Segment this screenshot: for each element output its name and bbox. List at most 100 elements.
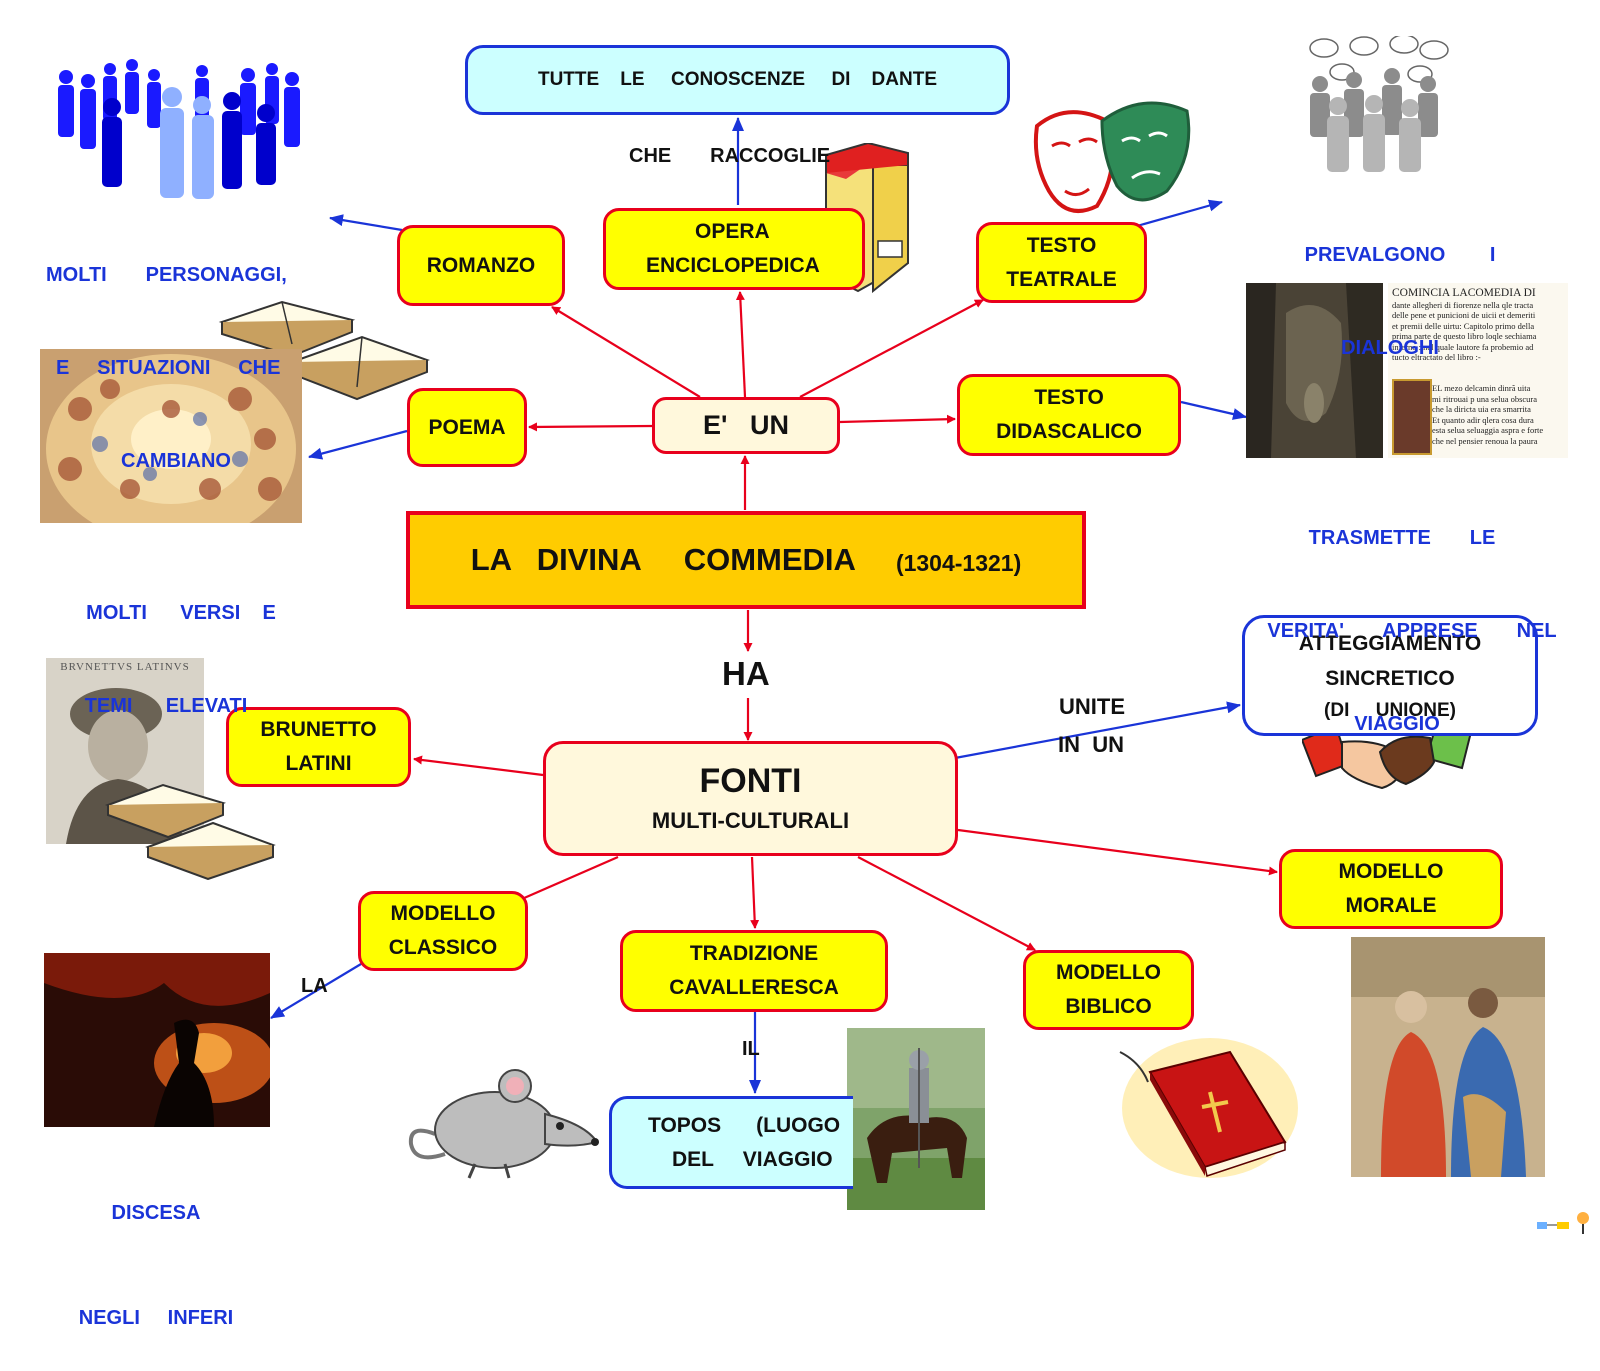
manuscript-line: delle pene et punicioni de uicii et deme…	[1392, 310, 1536, 321]
node-conoscenze[interactable]: TUTTE LE CONOSCENZE DI DANTE	[465, 45, 1010, 115]
manuscript-line: dante allegheri di fiorenze nella qle tr…	[1392, 300, 1534, 310]
manuscript-line: tucto eltractato del libro :-	[1392, 352, 1481, 363]
node-brunetto-line1: BRUNETTO	[260, 718, 377, 741]
text-verita-line1: TRASMETTE LE	[1308, 527, 1496, 549]
node-topos-line2: DEL VIAGGIO	[672, 1147, 833, 1171]
text-versi-line1: MOLTI VERSI E	[86, 602, 276, 624]
text-verita-line3: VIAGGIO	[1354, 713, 1440, 735]
manuscript-line: inferno : nel quale lautore fa probemio …	[1392, 341, 1534, 352]
link-eun-opera	[735, 291, 747, 398]
node-testo-teatrale[interactable]: TESTO TEATRALE	[976, 222, 1147, 303]
bible-icon	[1119, 1038, 1298, 1178]
node-romanzo[interactable]: ROMANZO	[397, 225, 565, 306]
node-modello-biblico[interactable]: MODELLO BIBLICO	[1023, 950, 1194, 1030]
node-tradizione-cavalleresca[interactable]: TRADIZIONE CAVALLERESCA	[620, 930, 888, 1012]
node-eun[interactable]: E' UN	[652, 397, 840, 454]
knight-painting	[847, 1028, 985, 1210]
fresco-painting	[40, 349, 302, 523]
manuscript-line: mi ritrouai p una selua obscura	[1432, 393, 1538, 404]
link-teatrale-dialoghi	[1136, 199, 1223, 228]
link-eun-didascalico	[839, 414, 956, 424]
text-discesa-line1: DISCESA	[111, 1202, 201, 1224]
node-fonti-subtitle: MULTI-CULTURALI	[651, 807, 850, 833]
illuminated-letter	[1392, 379, 1432, 455]
main-title-label: LA DIVINA COMMEDIA	[470, 542, 856, 577]
link-fonti-tradizione	[750, 856, 760, 929]
main-title-years: (1304-1321)	[895, 549, 1022, 576]
node-opera-line1: OPERA	[695, 220, 770, 243]
node-fonti[interactable]: FONTI MULTI-CULTURALI	[543, 741, 958, 856]
link-fonti-atteggiamento	[954, 701, 1241, 760]
text-discesa-line2: NEGLI INFERI	[78, 1307, 234, 1329]
manuscript-line: esta selua seluaggia aspra e forte	[1432, 425, 1544, 436]
node-modello-classico[interactable]: MODELLO CLASSICO	[358, 891, 528, 971]
node-main-title[interactable]: LA DIVINA COMMEDIA (1304-1321)	[406, 511, 1086, 609]
label-in-un: IN UN	[1058, 732, 1124, 757]
portrait-caption: BRVNETTVS LATINVS	[60, 661, 190, 673]
link-eun-poema	[528, 422, 653, 432]
node-morale-line2: MORALE	[1345, 894, 1437, 917]
node-topos[interactable]: TOPOS (LUOGO DEL VIAGGIO	[609, 1096, 853, 1189]
text-dialoghi: PREVALGONO I DIALOGHI	[1300, 178, 1500, 395]
mouse-icon	[408, 1069, 599, 1179]
node-tradizione-line1: TRADIZIONE	[689, 942, 819, 965]
node-topos-line1: TOPOS (LUOGO	[648, 1113, 841, 1137]
node-modello-morale[interactable]: MODELLO MORALE	[1279, 849, 1503, 929]
node-atteggiamento-line1: ATTEGGIAMENTO	[1298, 631, 1482, 655]
node-brunetto-latini[interactable]: BRUNETTO LATINI	[226, 707, 411, 787]
text-verita-line2: VERITA' APPRESE NEL	[1267, 620, 1557, 642]
manuscript-line: et premii delle uirtu: Capitolo primo de…	[1392, 320, 1535, 331]
node-teatrale-line1: TESTO	[1026, 233, 1097, 257]
manuscript-line: Et quanto adir qlera cosa dura	[1432, 414, 1534, 425]
manuscript-line: EL mezo delcamin dinrã uita	[1432, 383, 1531, 393]
people-crowd-icon	[58, 59, 300, 199]
node-biblico-line2: BIBLICO	[1065, 995, 1152, 1018]
link-fonti-morale	[957, 828, 1278, 876]
node-classico-line2: CLASSICO	[388, 936, 498, 959]
node-testo-didascalico[interactable]: TESTO DIDASCALICO	[957, 374, 1181, 456]
node-poema-label: POEMA	[428, 415, 506, 439]
node-poema[interactable]: POEMA	[407, 388, 527, 467]
node-conoscenze-label: TUTTE LE CONOSCENZE DI DANTE	[537, 69, 938, 90]
talking-people-icon	[1309, 36, 1449, 172]
manuscript-page: COMINCIA LACOMEDIA DI dante allegheri di…	[1388, 283, 1568, 458]
text-dialoghi-line1: PREVALGONO I	[1304, 244, 1496, 266]
text-personaggi-line3: CAMBIANO	[121, 450, 231, 472]
link-fonti-brunetto	[413, 755, 544, 777]
cave-painting	[44, 953, 270, 1127]
ha-label: HA	[722, 655, 770, 692]
text-dialoghi-line2: DIALOGHI	[1341, 337, 1439, 359]
text-verita: TRASMETTE LE VERITA' APPRESE NEL VIAGGIO	[1262, 461, 1562, 771]
theatre-masks-icon	[1033, 101, 1191, 213]
manuscript-title: COMINCIA LACOMEDIA DI	[1392, 287, 1536, 299]
text-personaggi-line1: MOLTI PERSONAGGI,	[46, 264, 287, 286]
link-eun-teatrale	[799, 299, 984, 398]
link-romanzo-personaggi	[329, 214, 403, 232]
manuscript-line: che nel pensier renoua la paura	[1432, 435, 1538, 446]
node-didascalico-line1: TESTO	[1034, 386, 1104, 409]
node-opera-line2: ENCICLOPEDICA	[646, 254, 820, 277]
node-morale-line1: MODELLO	[1338, 860, 1444, 883]
node-atteggiamento[interactable]: ATTEGGIAMENTO SINCRETICO (DI UNIONE)	[1242, 615, 1538, 736]
text-versi: MOLTI VERSI E TEMI ELEVATI	[76, 536, 286, 753]
cmap-logo-icon	[1537, 1212, 1589, 1234]
text-discesa: DISCESA NEGLI INFERI	[66, 1126, 246, 1371]
node-opera-enciclopedica[interactable]: OPERA ENCICLOPEDICA	[603, 208, 865, 290]
philosophers-painting	[1351, 937, 1545, 1177]
link-eun-romanzo	[551, 306, 701, 398]
link-didascalico-verita	[1180, 400, 1247, 420]
forest-engraving	[1246, 283, 1383, 458]
label-il: IL	[742, 1038, 760, 1060]
node-romanzo-label: ROMANZO	[426, 253, 536, 277]
link-poema-versi	[308, 429, 408, 460]
node-classico-line1: MODELLO	[390, 902, 496, 925]
text-personaggi: MOLTI PERSONAGGI, E SITUAZIONI CHE CAMBI…	[46, 198, 306, 508]
node-fonti-title: FONTI	[699, 761, 802, 800]
node-tradizione-line2: CAVALLERESCA	[669, 976, 839, 999]
node-brunetto-line2: LATINI	[285, 752, 352, 775]
connector-lines	[270, 117, 1278, 1094]
text-personaggi-line2: E SITUAZIONI CHE	[56, 357, 281, 379]
label-unite: UNITE	[1059, 694, 1125, 719]
node-atteggiamento-line3: (DI UNIONE)	[1324, 699, 1456, 721]
node-didascalico-line2: DIDASCALICO	[996, 420, 1142, 443]
